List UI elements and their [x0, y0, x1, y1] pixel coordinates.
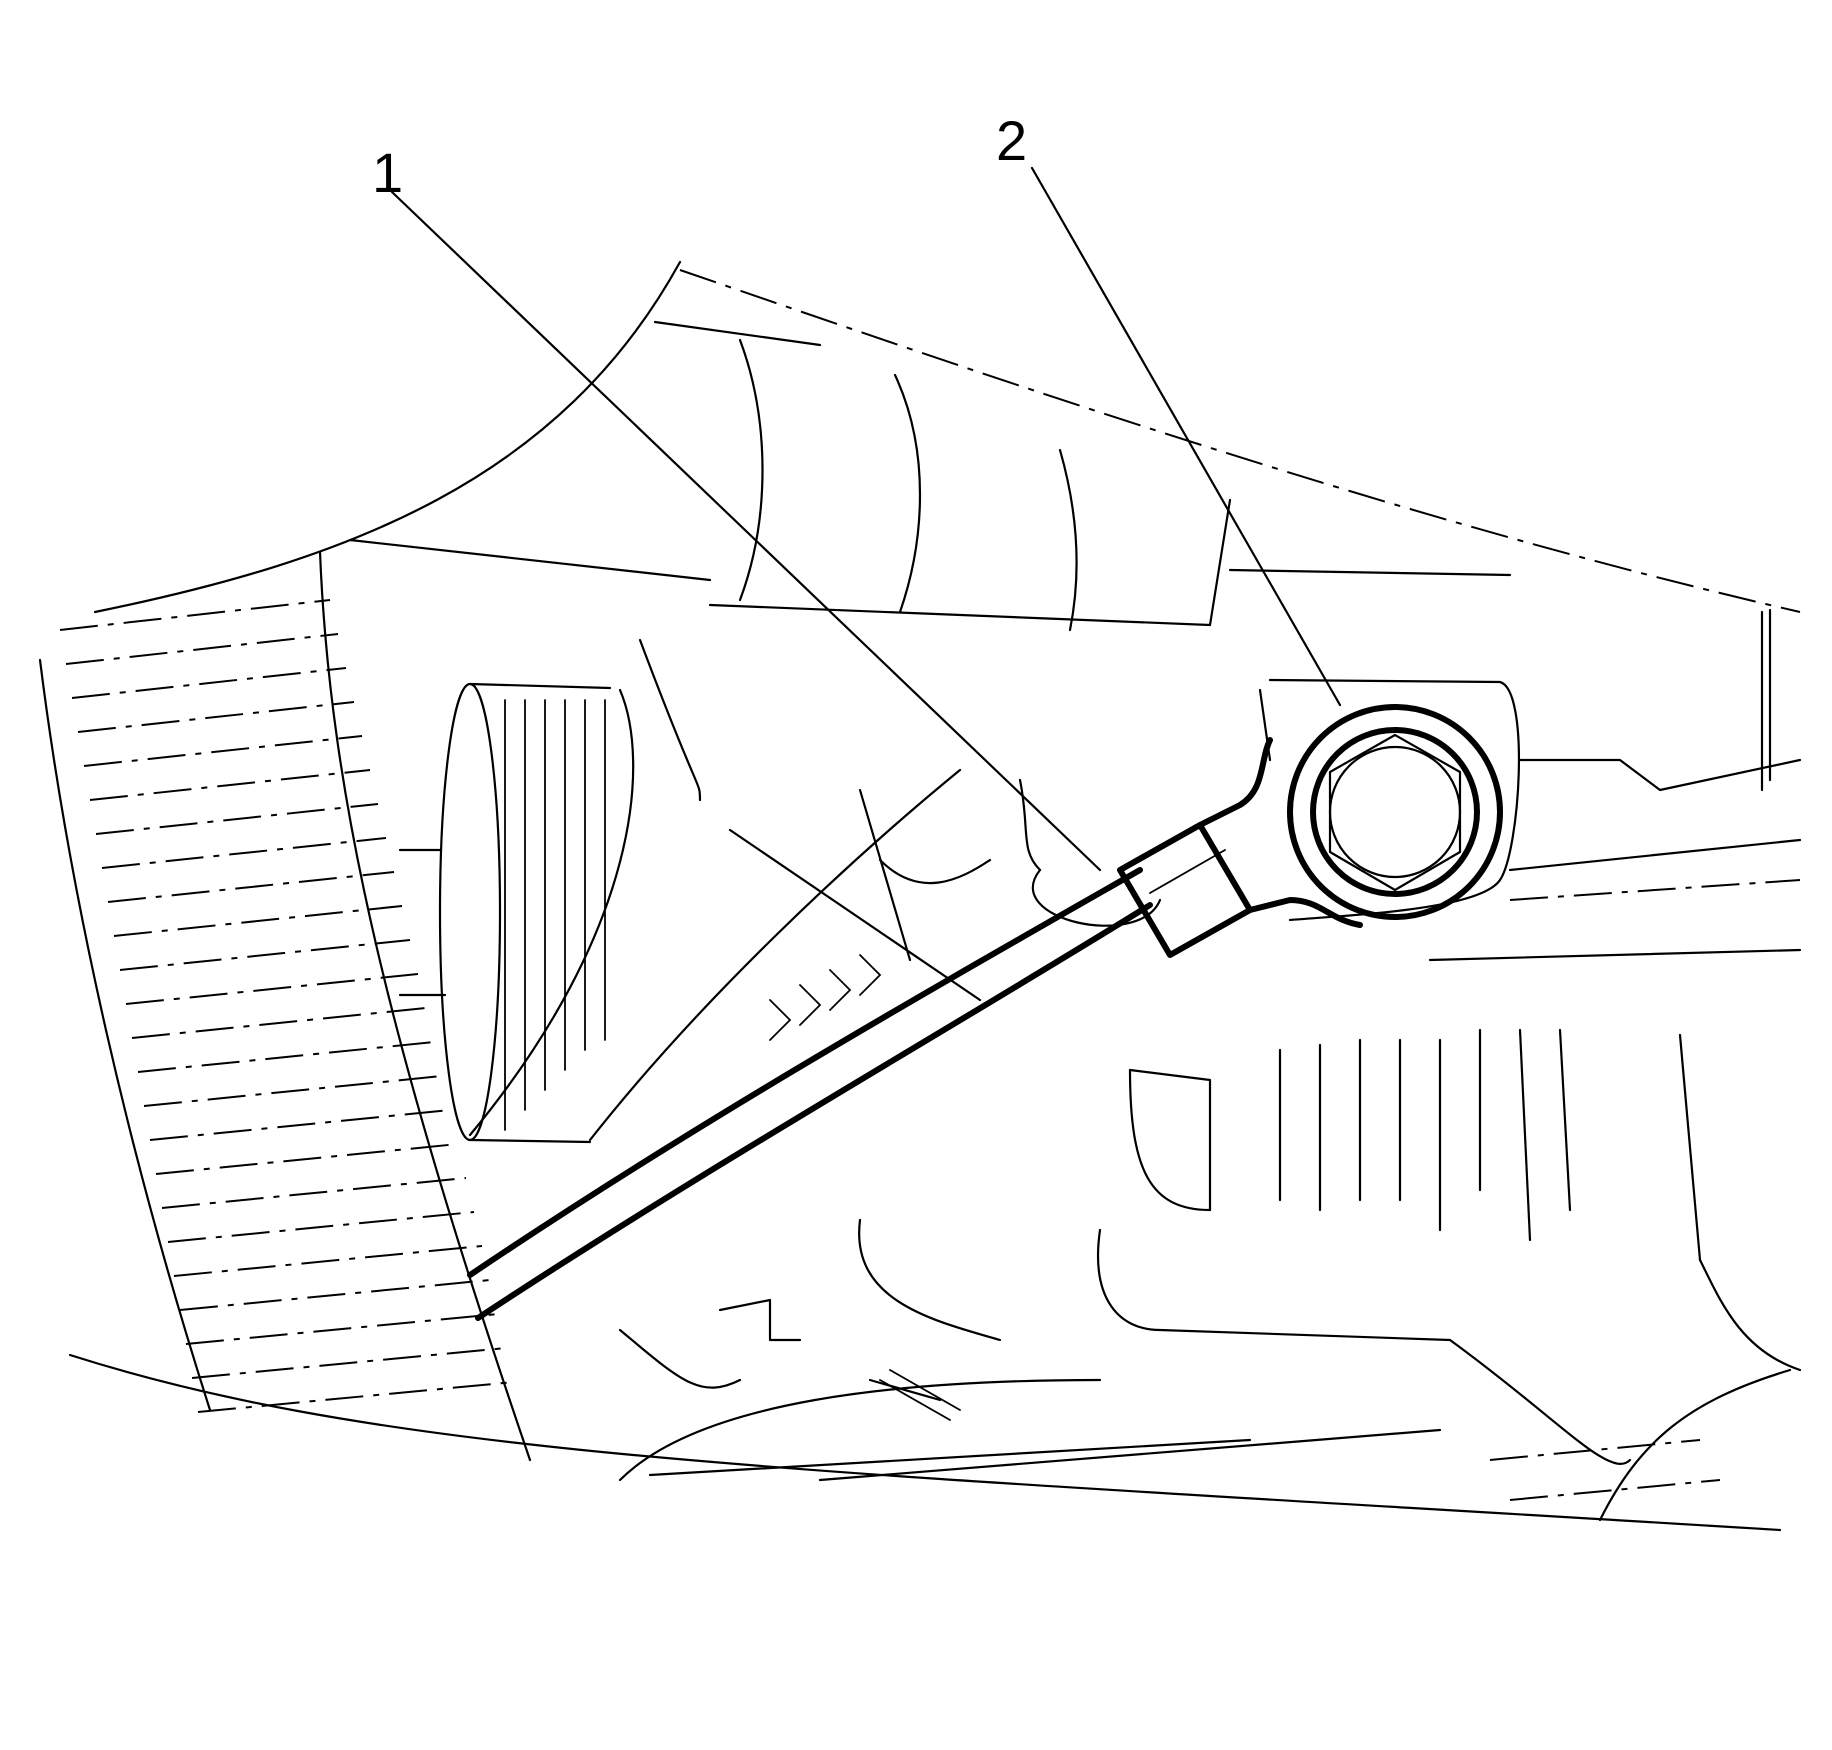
- tread-line: [77, 701, 355, 733]
- tread-line: [95, 803, 379, 835]
- tread-line: [155, 1143, 459, 1175]
- bracket: [588, 638, 1162, 1142]
- leader-line-2: [1030, 166, 1342, 707]
- tread-line: [107, 871, 395, 903]
- lower-components: [68, 1218, 1792, 1532]
- tread-line: [173, 1245, 483, 1277]
- tread-line: [59, 599, 331, 631]
- tread-line: [65, 633, 339, 665]
- upper-panel: [93, 260, 1801, 792]
- leader-line-1: [390, 190, 1102, 872]
- ring-terminal: [1287, 704, 1503, 920]
- tire: [38, 550, 532, 1462]
- callout-2: 2: [996, 109, 1027, 172]
- tread-line: [167, 1211, 475, 1243]
- pulley: [398, 682, 635, 1144]
- tread-line: [71, 667, 347, 699]
- tread-line: [161, 1177, 467, 1209]
- engine-block: [1097, 678, 1802, 1465]
- tread-line: [113, 905, 403, 937]
- tread-line: [149, 1109, 451, 1141]
- tread-line: [119, 939, 411, 971]
- tread-line: [101, 837, 387, 869]
- callout-1: 1: [372, 141, 403, 204]
- tread-line: [137, 1041, 435, 1073]
- tread-line: [83, 735, 363, 767]
- tread-line: [89, 769, 371, 801]
- tread-line: [191, 1347, 507, 1379]
- ground-strap: [467, 737, 1363, 1321]
- tread-line: [125, 973, 419, 1005]
- tread-line: [185, 1313, 499, 1345]
- tread-line: [131, 1007, 427, 1039]
- tread-line: [197, 1381, 515, 1413]
- tread-line: [179, 1279, 491, 1311]
- tread-line: [143, 1075, 443, 1107]
